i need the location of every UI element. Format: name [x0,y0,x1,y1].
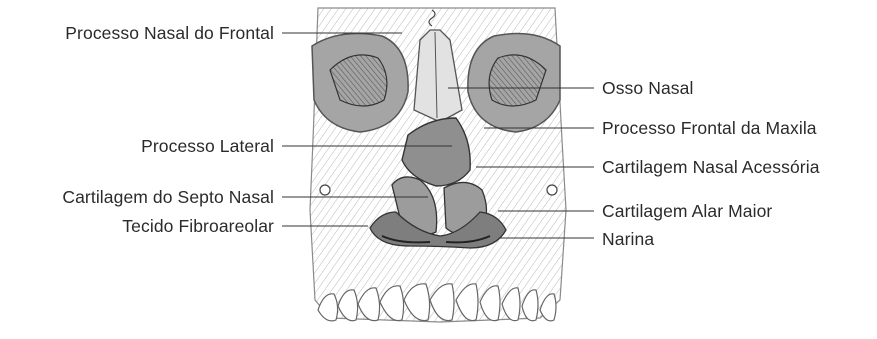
label-osso-nasal: Osso Nasal [602,78,693,98]
label-narina: Narina [602,229,654,249]
label-cartilagem-do-septo-nasal: Cartilagem do Septo Nasal [62,187,274,207]
right-foramen [547,185,557,195]
label-processo-lateral: Processo Lateral [141,136,274,156]
left-orbit [312,34,408,132]
label-cartilagem-nasal-acessoria: Cartilagem Nasal Acessória [602,157,820,177]
label-processo-frontal-da-maxila: Processo Frontal da Maxila [602,118,817,138]
left-foramen [320,185,330,195]
label-cartilagem-alar-maior: Cartilagem Alar Maior [602,201,772,221]
label-processo-nasal-do-frontal: Processo Nasal do Frontal [65,23,274,43]
right-orbit [468,34,560,132]
label-tecido-fibroareolar: Tecido Fibroareolar [122,216,274,236]
